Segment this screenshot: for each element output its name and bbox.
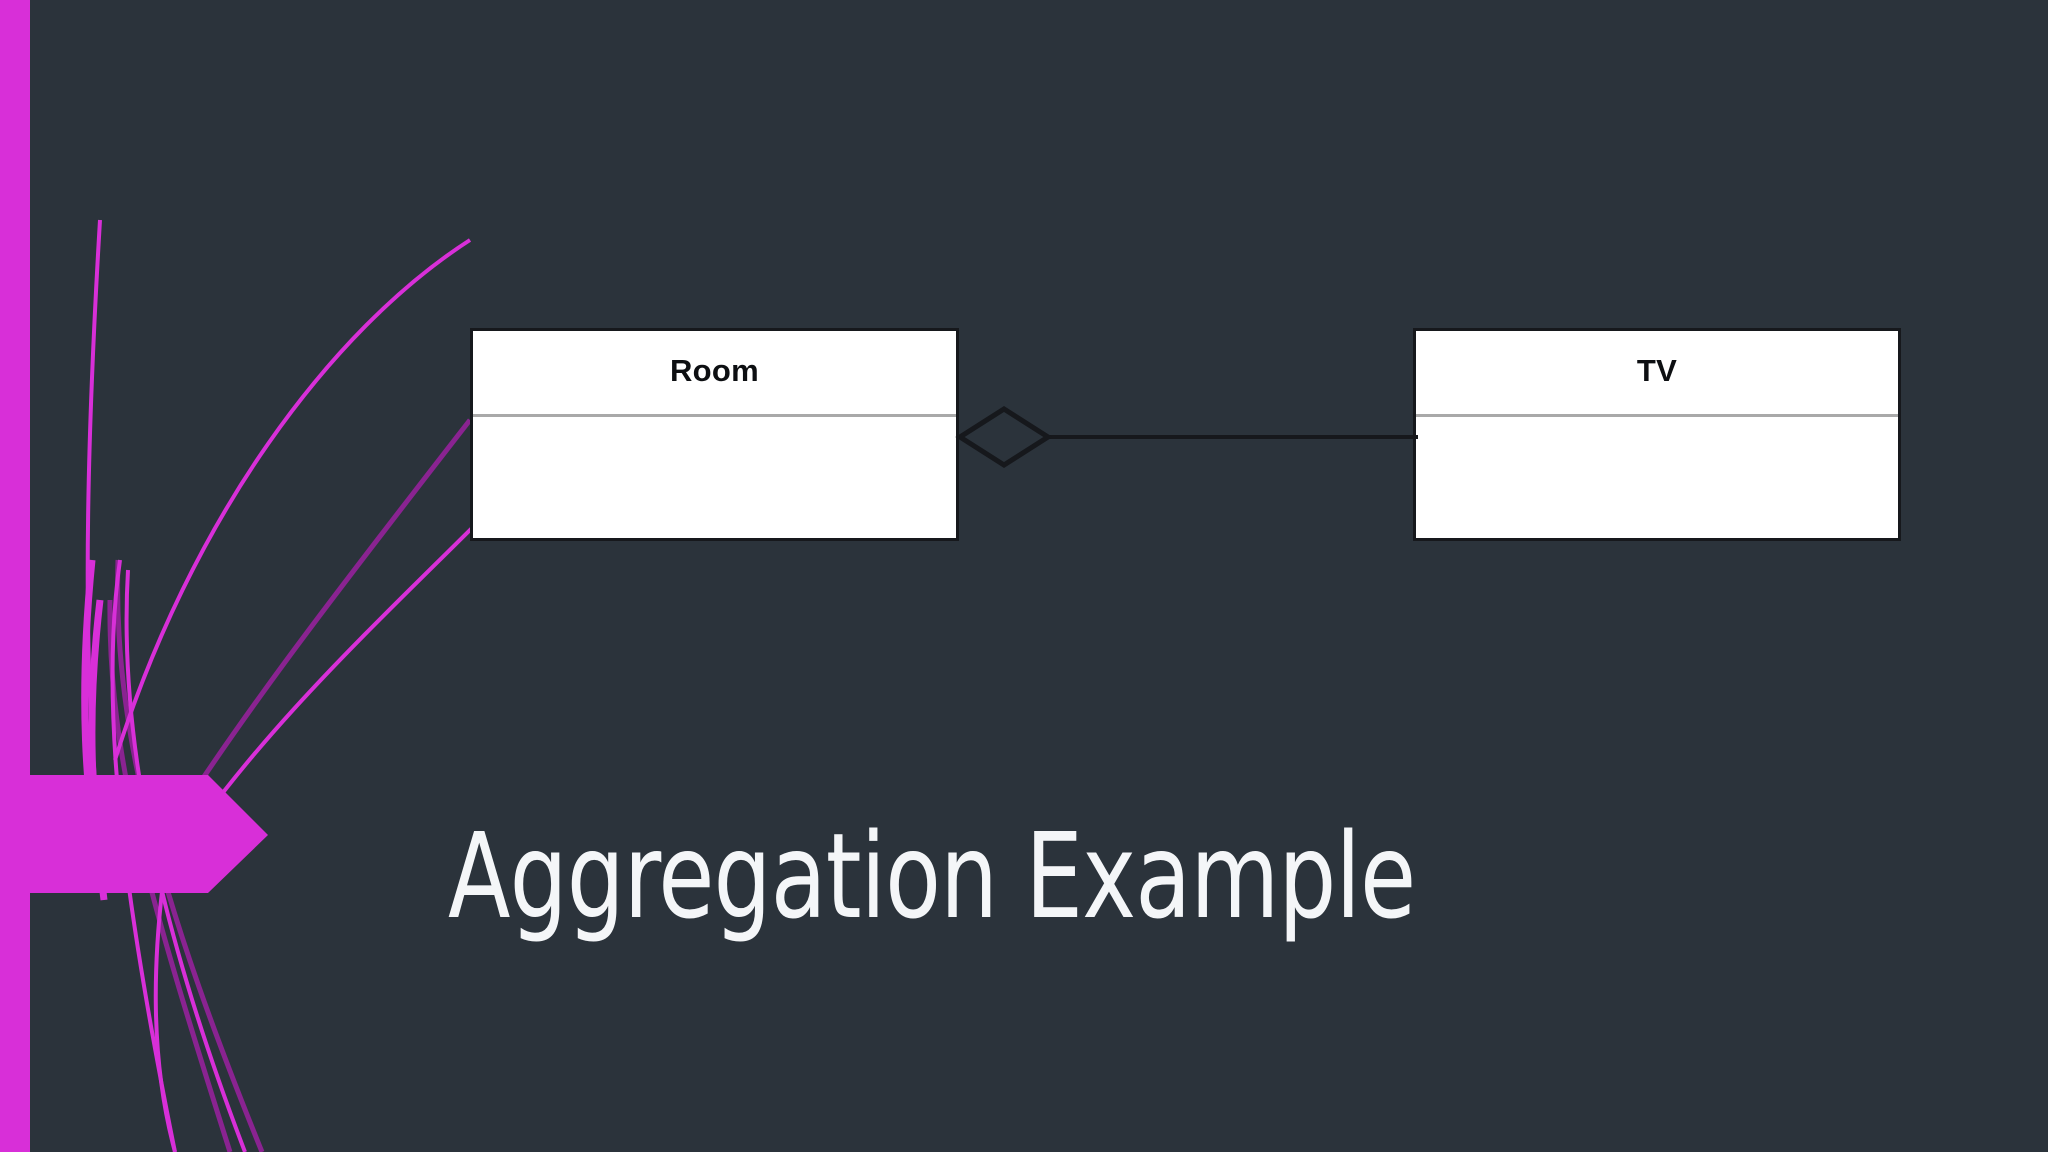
- uml-class-room-divider: [473, 414, 956, 417]
- uml-class-tv[interactable]: TV: [1413, 328, 1901, 541]
- left-accent-bar: [0, 0, 30, 1152]
- uml-class-room-title: Room: [669, 353, 760, 388]
- uml-class-tv-attributes: [1416, 417, 1898, 538]
- aggregation-diamond-icon: [955, 406, 1053, 468]
- page-title: Aggregation Example: [448, 807, 1416, 945]
- uml-class-tv-divider: [1416, 414, 1898, 417]
- grass-strands-thick: [81, 559, 108, 901]
- uml-class-room-attributes: [473, 417, 956, 538]
- grass-strands-back: [107, 418, 472, 1152]
- decorative-artwork: [0, 0, 480, 1152]
- uml-class-tv-title: TV: [1636, 353, 1678, 388]
- arrow-banner: [0, 775, 268, 893]
- aggregation-connector[interactable]: [940, 390, 1440, 490]
- grass-strands-front: [85, 219, 480, 1152]
- uml-class-room[interactable]: Room: [470, 328, 959, 541]
